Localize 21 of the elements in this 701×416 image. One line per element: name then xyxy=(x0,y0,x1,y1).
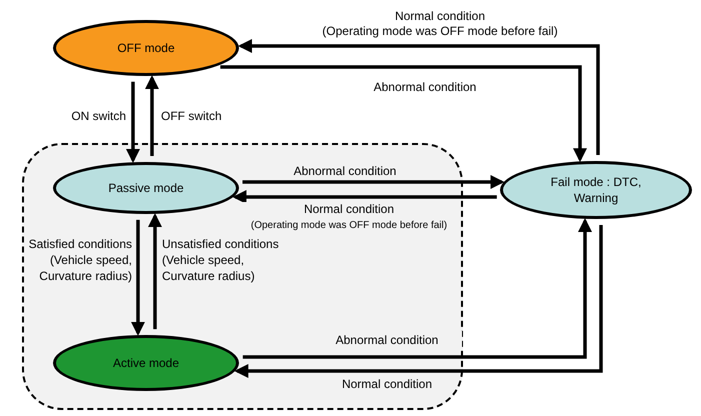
edge-label: Normal condition (Operating mode was OFF mode before fail) xyxy=(321,9,559,39)
arrow xyxy=(238,39,600,155)
edge-label: Unsatisfied conditions (Vehicle speed, Curvature radius) xyxy=(162,236,280,284)
arrow xyxy=(126,82,140,164)
arrow xyxy=(232,190,497,204)
edge-label: OFF switch xyxy=(161,108,223,125)
edge-label: Abnormal condition xyxy=(292,163,398,180)
state-label: Active mode xyxy=(112,355,180,371)
arrow xyxy=(234,224,603,378)
arrow xyxy=(242,218,592,359)
state-label: Fail mode : DTC, Warning xyxy=(550,174,642,206)
edge-label: ON switch xyxy=(70,108,126,125)
state-label: OFF mode xyxy=(116,40,176,56)
arrow xyxy=(131,220,145,336)
edge-label: Abnormal condition xyxy=(372,79,478,96)
arrow xyxy=(145,75,159,156)
edge-label: Satisfied conditions (Vehicle speed, Curvature radius) xyxy=(28,236,132,284)
arrow xyxy=(220,65,587,162)
arrow xyxy=(242,175,505,189)
arrow xyxy=(148,213,162,330)
state-label: Passive mode xyxy=(107,180,185,196)
